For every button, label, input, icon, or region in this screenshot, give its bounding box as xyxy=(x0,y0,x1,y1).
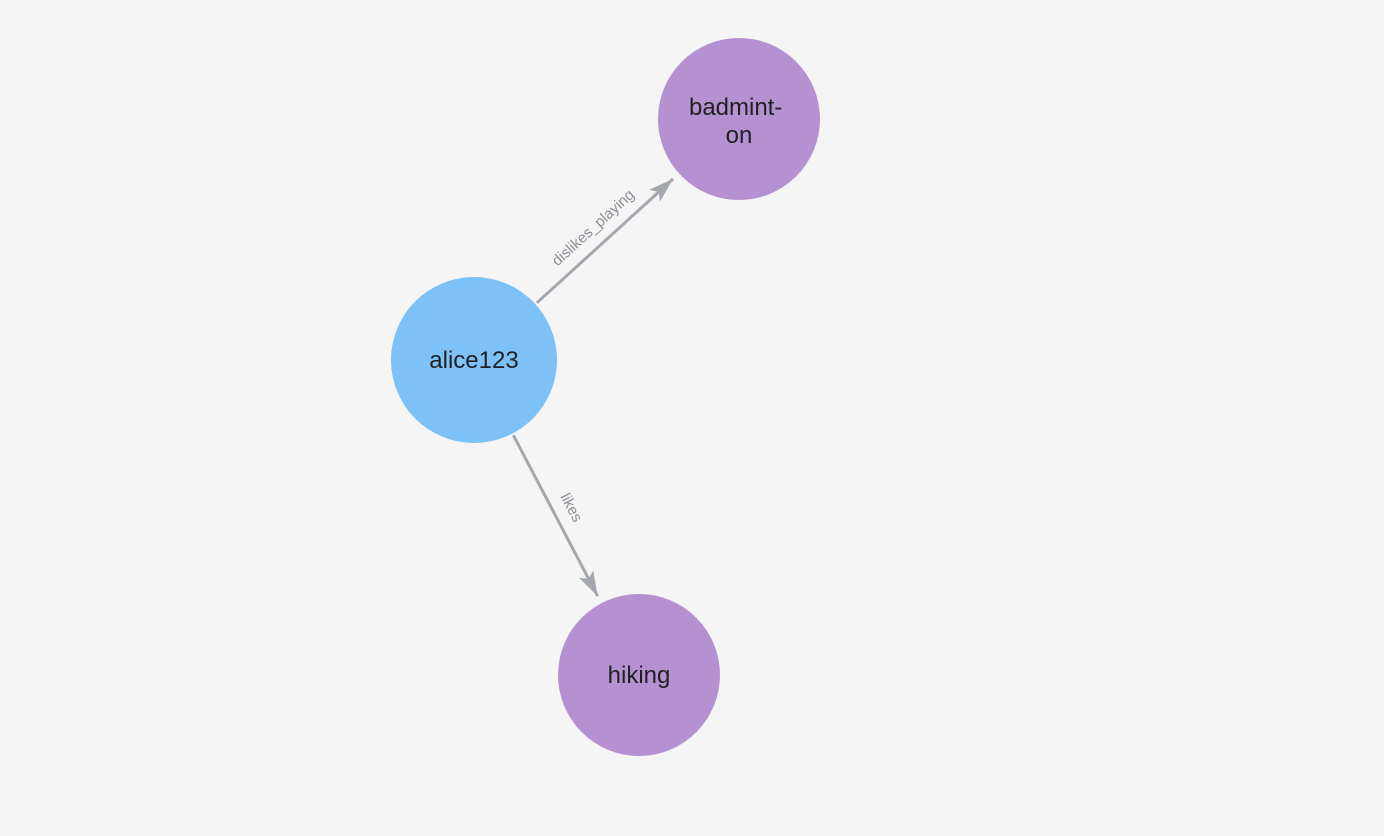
node-hiking[interactable]: hiking xyxy=(558,594,720,756)
node-circle-alice123[interactable] xyxy=(391,277,557,443)
node-label-hiking: hiking xyxy=(608,662,671,689)
edge-line-dislikes-playing[interactable] xyxy=(535,177,675,304)
node-circle-hiking[interactable] xyxy=(558,594,720,756)
node-badminton[interactable]: badmint- on xyxy=(658,38,820,200)
node-label-alice123: alice123 xyxy=(429,347,518,374)
node-circle-badminton[interactable] xyxy=(658,38,820,200)
edge-label-likes: likes xyxy=(557,490,586,524)
edge-likes: likes xyxy=(512,434,600,597)
edge-label-dislikes-playing: dislikes_playing xyxy=(549,186,638,269)
node-label-badminton: badmint- on xyxy=(689,94,789,149)
node-label-badminton-line2: on xyxy=(726,122,753,149)
edge-dislikes-playing: dislikes_playing xyxy=(535,177,675,304)
edge-line-likes[interactable] xyxy=(512,434,600,597)
node-alice123[interactable]: alice123 xyxy=(391,277,557,443)
node-label-badminton-line1: badmint- xyxy=(689,94,782,121)
